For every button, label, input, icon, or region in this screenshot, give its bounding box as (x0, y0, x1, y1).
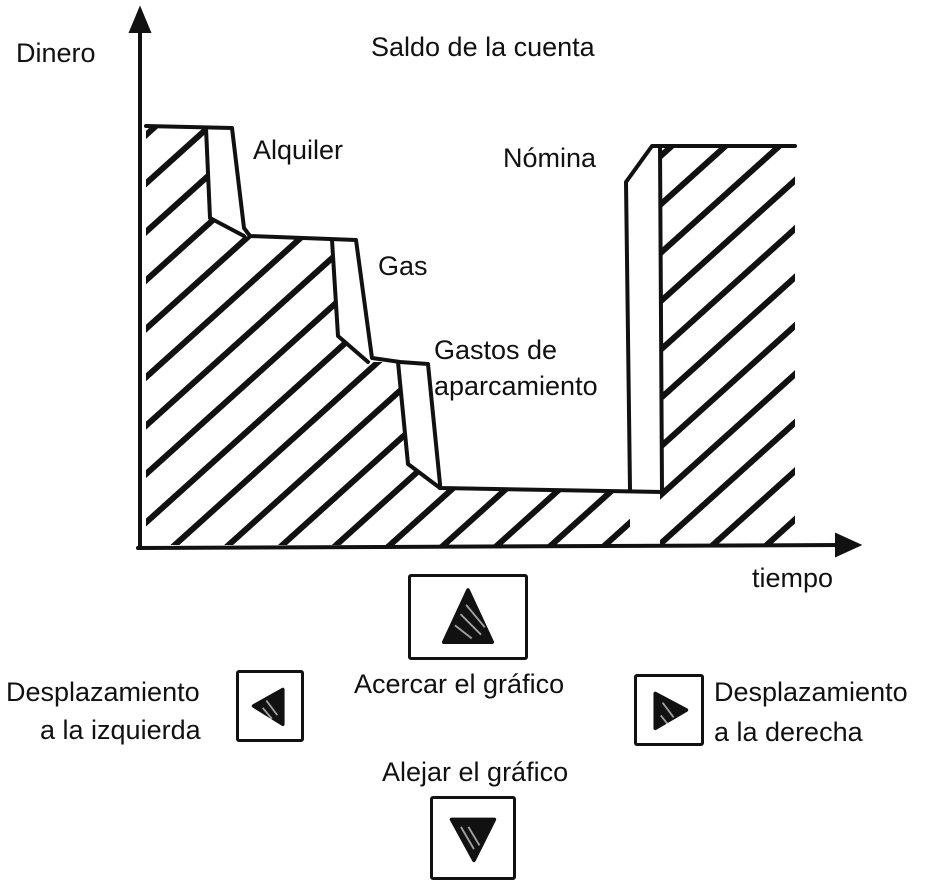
y-axis (128, 5, 152, 550)
x-axis (136, 532, 863, 558)
scroll-right-label-line1: Desplazamiento (714, 677, 908, 707)
scroll-left-label-line1: Desplazamiento (6, 677, 200, 707)
scroll-right-label-line2: a la derecha (714, 717, 863, 747)
zoom-out-button[interactable] (430, 796, 516, 880)
scroll-right-button[interactable] (634, 674, 704, 746)
scroll-left-label-line2: a la izquierda (40, 715, 201, 745)
chart-title: Saldo de la cuenta (371, 32, 595, 62)
zoom-out-label: Alejar el gráfico (382, 757, 569, 787)
annotation-parking-line1: Gastos de (434, 335, 558, 365)
balance-line (144, 124, 797, 494)
triangle-down-icon (449, 817, 497, 863)
triangle-right-icon (653, 691, 689, 731)
annotation-rent: Alquiler (253, 135, 344, 165)
y-axis-label: Dinero (16, 38, 96, 68)
annotation-parking-line2: aparcamiento (434, 371, 598, 401)
annotation-payroll: Nómina (503, 143, 597, 173)
zoom-in-label: Acercar el gráfico (354, 669, 565, 699)
zoom-in-button[interactable] (408, 574, 528, 660)
balance-area-hatch (146, 126, 795, 545)
triangle-left-icon (251, 687, 285, 727)
x-axis-label: tiempo (752, 563, 834, 593)
annotation-gas: Gas (378, 251, 428, 281)
triangle-up-icon (441, 588, 495, 644)
scroll-left-button[interactable] (236, 670, 304, 742)
